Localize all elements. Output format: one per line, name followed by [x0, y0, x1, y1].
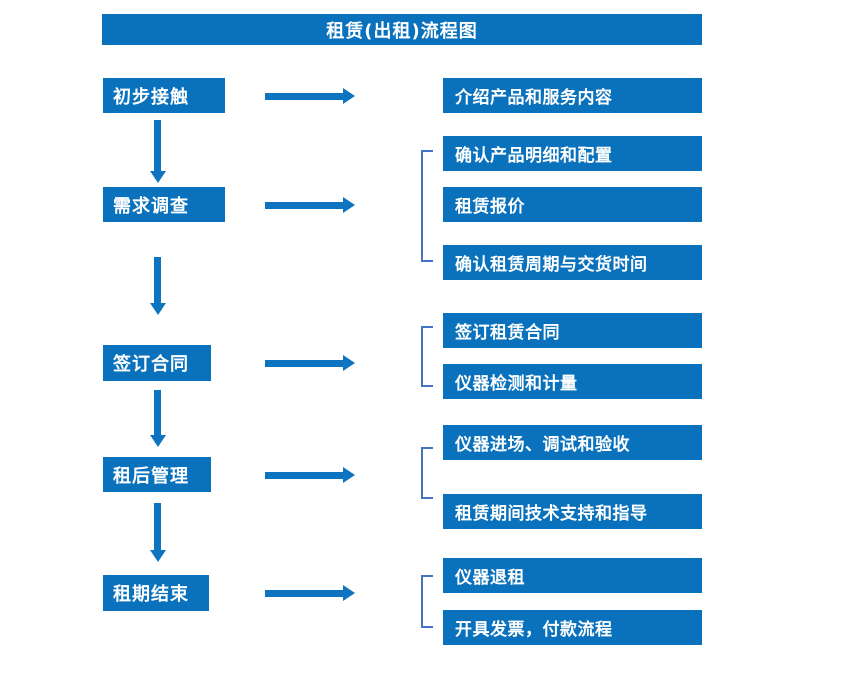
arrow-head	[149, 550, 166, 562]
arrow-head	[343, 585, 355, 601]
bracket-connector	[421, 326, 433, 387]
arrow-head	[343, 355, 355, 371]
arrow-shaft	[154, 503, 161, 550]
arrow-right-icon	[265, 197, 355, 213]
arrow-shaft	[265, 589, 343, 597]
arrow-shaft	[265, 92, 343, 100]
output-box-confirm-product-details: 确认产品明细和配置	[443, 136, 702, 171]
stage-box-initial-contact: 初步接触	[103, 78, 225, 113]
arrow-right-icon	[265, 585, 355, 601]
arrow-shaft	[265, 201, 343, 209]
arrow-right-icon	[265, 355, 355, 371]
arrow-shaft	[265, 471, 343, 479]
output-box-rental-quote: 租赁报价	[443, 187, 702, 222]
stage-box-rental-end: 租期结束	[103, 575, 209, 611]
stage-box-needs-survey: 需求调查	[103, 187, 225, 222]
bracket-connector	[421, 150, 433, 262]
arrow-shaft	[154, 120, 161, 171]
output-box-instrument-inspection: 仪器检测和计量	[443, 364, 702, 399]
arrow-shaft	[154, 390, 161, 435]
output-box-confirm-rental-period: 确认租赁周期与交货时间	[443, 245, 702, 280]
output-box-tech-support: 租赁期间技术支持和指导	[443, 494, 702, 529]
output-box-instrument-arrival: 仪器进场、调试和验收	[443, 425, 702, 460]
stage-box-post-rental-management: 租后管理	[103, 457, 211, 492]
arrow-head	[343, 197, 355, 213]
arrow-head	[343, 467, 355, 483]
bracket-connector	[421, 575, 433, 628]
arrow-head	[149, 171, 166, 183]
arrow-head	[343, 88, 355, 104]
arrow-shaft	[154, 257, 161, 303]
arrow-right-icon	[265, 467, 355, 483]
arrow-down-icon	[149, 257, 166, 315]
flowchart-title: 租赁(出租)流程图	[102, 14, 702, 45]
output-box-instrument-return: 仪器退租	[443, 558, 702, 593]
arrow-down-icon	[149, 503, 166, 562]
bracket-connector	[421, 447, 433, 499]
arrow-down-icon	[149, 120, 166, 183]
arrow-shaft	[265, 359, 343, 367]
stage-box-sign-contract: 签订合同	[103, 345, 211, 381]
arrow-head	[149, 303, 166, 315]
output-box-sign-rental-contract: 签订租赁合同	[443, 313, 702, 348]
arrow-down-icon	[149, 390, 166, 447]
arrow-head	[149, 435, 166, 447]
arrow-right-icon	[265, 88, 355, 104]
output-box-intro-products: 介绍产品和服务内容	[443, 78, 702, 113]
output-box-invoice-payment: 开具发票，付款流程	[443, 610, 702, 645]
